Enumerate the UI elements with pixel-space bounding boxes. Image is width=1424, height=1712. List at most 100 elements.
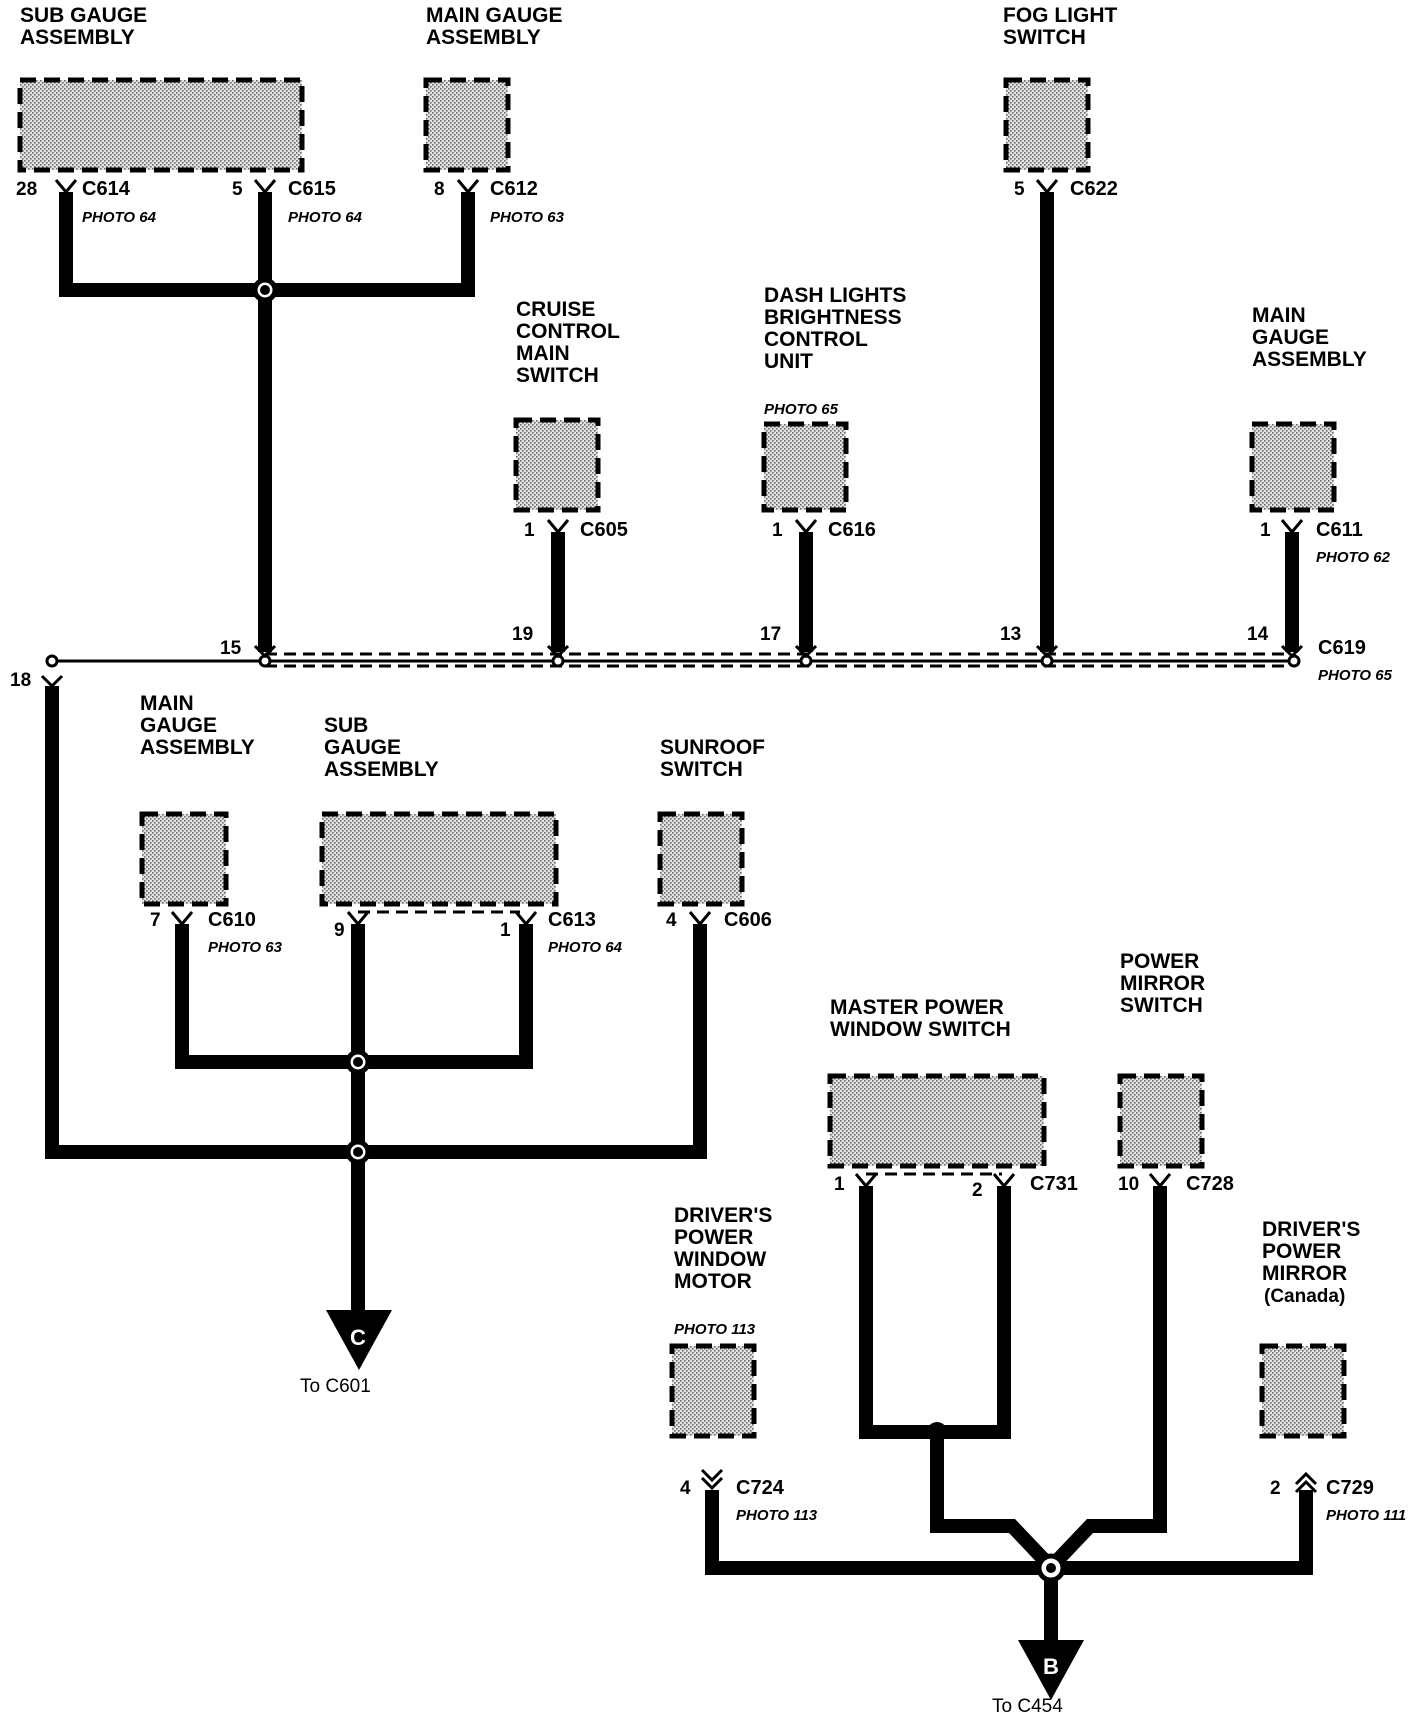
mirror-switch-title-1: POWER [1120, 950, 1199, 973]
c729-terminal-2 [1294, 1479, 1318, 1494]
offpage-c: C To C601 [300, 1310, 392, 1397]
c611-photo: PHOTO 62 [1316, 549, 1391, 566]
c613-label: C613 [548, 909, 596, 931]
c616-terminal [794, 519, 818, 535]
mirror-switch-title-2: MIRROR [1120, 972, 1205, 995]
c619-pin-14: 14 [1247, 624, 1269, 645]
master-window-box [827, 1073, 1047, 1169]
c606-terminal [688, 911, 712, 927]
c619-pin-17: 17 [760, 624, 781, 645]
main-gauge-right-title-1: MAIN [1252, 304, 1306, 327]
power-mirror-switch: POWER MIRROR SWITCH [1117, 950, 1205, 1169]
bus-term-13 [1035, 644, 1059, 659]
c610-terminal [170, 911, 194, 927]
bus-term-17 [794, 644, 818, 659]
splice-lower-2-core [353, 1147, 363, 1157]
dash-title-1: DASH LIGHTS [764, 284, 906, 307]
cruise-title-2: CONTROL [516, 320, 620, 343]
c605-label: C605 [580, 519, 628, 541]
main-gauge-top-title-2: ASSEMBLY [426, 26, 541, 49]
c622-label: C622 [1070, 178, 1118, 200]
cruise-title-3: MAIN [516, 342, 570, 365]
wire-motor-mirror-bus [705, 1490, 1313, 1575]
dash-title-3: CONTROL [764, 328, 868, 351]
c622-pin: 5 [1014, 179, 1025, 200]
main-gauge-right-title-2: GAUGE [1252, 326, 1329, 349]
offpage-b: B To C454 [992, 1640, 1084, 1712]
c619-18-terminal [40, 674, 64, 689]
c619-photo: PHOTO 65 [1318, 667, 1393, 684]
c610-pin: 7 [150, 910, 161, 931]
c619-pin-18: 18 [10, 670, 31, 691]
c614-photo: PHOTO 64 [82, 209, 157, 226]
main-gauge-lower-box [139, 811, 229, 907]
c613-photo: PHOTO 64 [548, 939, 623, 956]
main-gauge-assembly-right: MAIN GAUGE ASSEMBLY [1249, 304, 1367, 513]
drivers-power-mirror: DRIVER'S POWER MIRROR (Canada) [1259, 1218, 1360, 1439]
splice-c731 [927, 1422, 947, 1442]
main-gauge-top-box [423, 77, 511, 173]
main-gauge-right-box [1249, 421, 1337, 513]
offpage-c-letter: C [350, 1325, 366, 1350]
wire-c728-to-junction [1046, 1186, 1167, 1571]
mirror-title-2: POWER [1262, 1240, 1341, 1263]
c731-pin-b: 2 [972, 1180, 983, 1201]
c729-photo: PHOTO 111 [1326, 1507, 1406, 1524]
drivers-power-window-motor: DRIVER'S POWER WINDOW MOTOR PHOTO 113 [669, 1204, 772, 1439]
fog-light-title-2: SWITCH [1003, 26, 1086, 49]
fog-light-title-1: FOG LIGHT [1003, 4, 1117, 27]
c619-pin-13: 13 [1000, 624, 1021, 645]
c613-terminal-a [346, 911, 370, 927]
c614-label: C614 [82, 178, 131, 200]
sub-gauge-top-box [17, 77, 305, 173]
sub-gauge-assembly-top: SUB GAUGE ASSEMBLY [17, 4, 305, 173]
mirror-title-1: DRIVER'S [1262, 1218, 1360, 1241]
mirror-note: (Canada) [1264, 1286, 1345, 1307]
c728-pin: 10 [1118, 1174, 1139, 1195]
c606-pin: 4 [666, 910, 677, 931]
window-motor-photo: PHOTO 113 [674, 1321, 756, 1338]
c610-photo: PHOTO 63 [208, 939, 283, 956]
c612-pin: 8 [434, 179, 445, 200]
c731-pin-a: 1 [834, 1174, 845, 1195]
c612-label: C612 [490, 178, 538, 200]
c611-label: C611 [1316, 519, 1363, 541]
window-motor-title-4: MOTOR [674, 1270, 752, 1293]
c614-pin: 28 [16, 179, 37, 200]
cruise-title-4: SWITCH [516, 364, 599, 387]
sunroof-switch: SUNROOF SWITCH [657, 736, 765, 907]
c619-pin-15: 15 [220, 638, 242, 659]
bus-end-left [45, 654, 59, 668]
offpage-b-label: To C454 [992, 1696, 1063, 1712]
window-motor-title-1: DRIVER'S [674, 1204, 772, 1227]
sub-gauge-lower-box [319, 811, 559, 907]
sunroof-box [657, 811, 745, 907]
c729-terminal-1 [1294, 1471, 1318, 1486]
c615-pin: 5 [232, 179, 243, 200]
dash-lights-brightness-control-unit: DASH LIGHTS BRIGHTNESS CONTROL UNIT PHOT… [761, 284, 906, 513]
main-gauge-lower-title-2: GAUGE [140, 714, 217, 737]
sub-gauge-top-title-1: SUB GAUGE [20, 4, 147, 27]
c615-label: C615 [288, 178, 336, 200]
dash-photo: PHOTO 65 [764, 401, 839, 418]
master-power-window-switch: MASTER POWER WINDOW SWITCH [827, 996, 1047, 1169]
c724-pin: 4 [680, 1478, 691, 1499]
splice-lower-1-core [353, 1057, 363, 1067]
main-gauge-lower-title-1: MAIN [140, 692, 194, 715]
main-gauge-assembly-top: MAIN GAUGE ASSEMBLY [423, 4, 563, 173]
main-gauge-lower-title-3: ASSEMBLY [140, 736, 255, 759]
wire-18-to-sunroof [45, 686, 707, 1159]
c611-pin: 1 [1260, 520, 1271, 541]
cruise-box [513, 417, 601, 513]
sub-gauge-lower-title-2: GAUGE [324, 736, 401, 759]
c731-terminal-a [854, 1173, 878, 1189]
window-motor-title-2: POWER [674, 1226, 753, 1249]
fog-light-box [1003, 77, 1091, 173]
c613-pin-a: 9 [334, 920, 345, 941]
c729-pin: 2 [1270, 1478, 1281, 1499]
splice-junction-b-core [1046, 1563, 1056, 1573]
master-window-title-2: WINDOW SWITCH [830, 1018, 1011, 1041]
c619-pin-19: 19 [512, 624, 533, 645]
window-motor-title-3: WINDOW [674, 1248, 766, 1271]
